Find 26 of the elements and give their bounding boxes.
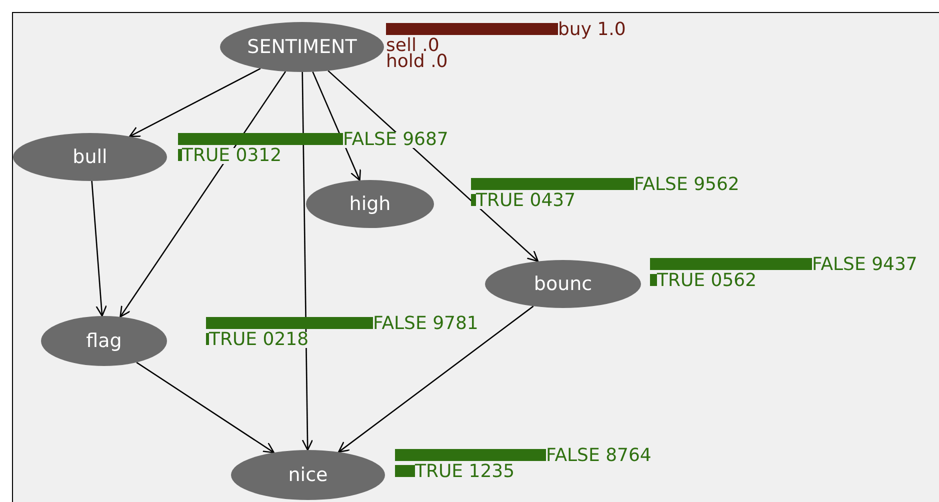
probability-label: TRUE 0562 [657, 273, 757, 289]
arrow [302, 72, 314, 451]
arrow [136, 362, 275, 454]
probability-label: FALSE 9437 [812, 257, 918, 273]
probability-label: FALSE 9562 [634, 177, 740, 193]
probability-label: FALSE 8764 [546, 448, 652, 464]
probability-label: hold .0 [386, 54, 448, 70]
probability-label: TRUE 0218 [209, 332, 309, 348]
node-label: nice [288, 464, 328, 486]
probability-label: sell .0 [386, 38, 440, 54]
probability-label: buy 1.0 [558, 22, 626, 38]
node-label: bull [72, 146, 108, 168]
node-label: SENTIMENT [247, 36, 357, 58]
probability-label: FALSE 9687 [343, 132, 448, 148]
probability-label: TRUE 0437 [476, 193, 576, 209]
probability-label: FALSE 9781 [373, 316, 478, 332]
arrow [338, 306, 534, 453]
probability-label: TRUE 1235 [415, 464, 515, 480]
probability-label: TRUE 0312 [182, 148, 282, 164]
node-label: flag [86, 330, 122, 352]
arrow [328, 70, 539, 262]
node-label: bounc [534, 273, 592, 295]
arrow [129, 68, 261, 138]
node-label: high [349, 193, 391, 215]
arrow [91, 180, 107, 317]
arrow [120, 71, 286, 318]
